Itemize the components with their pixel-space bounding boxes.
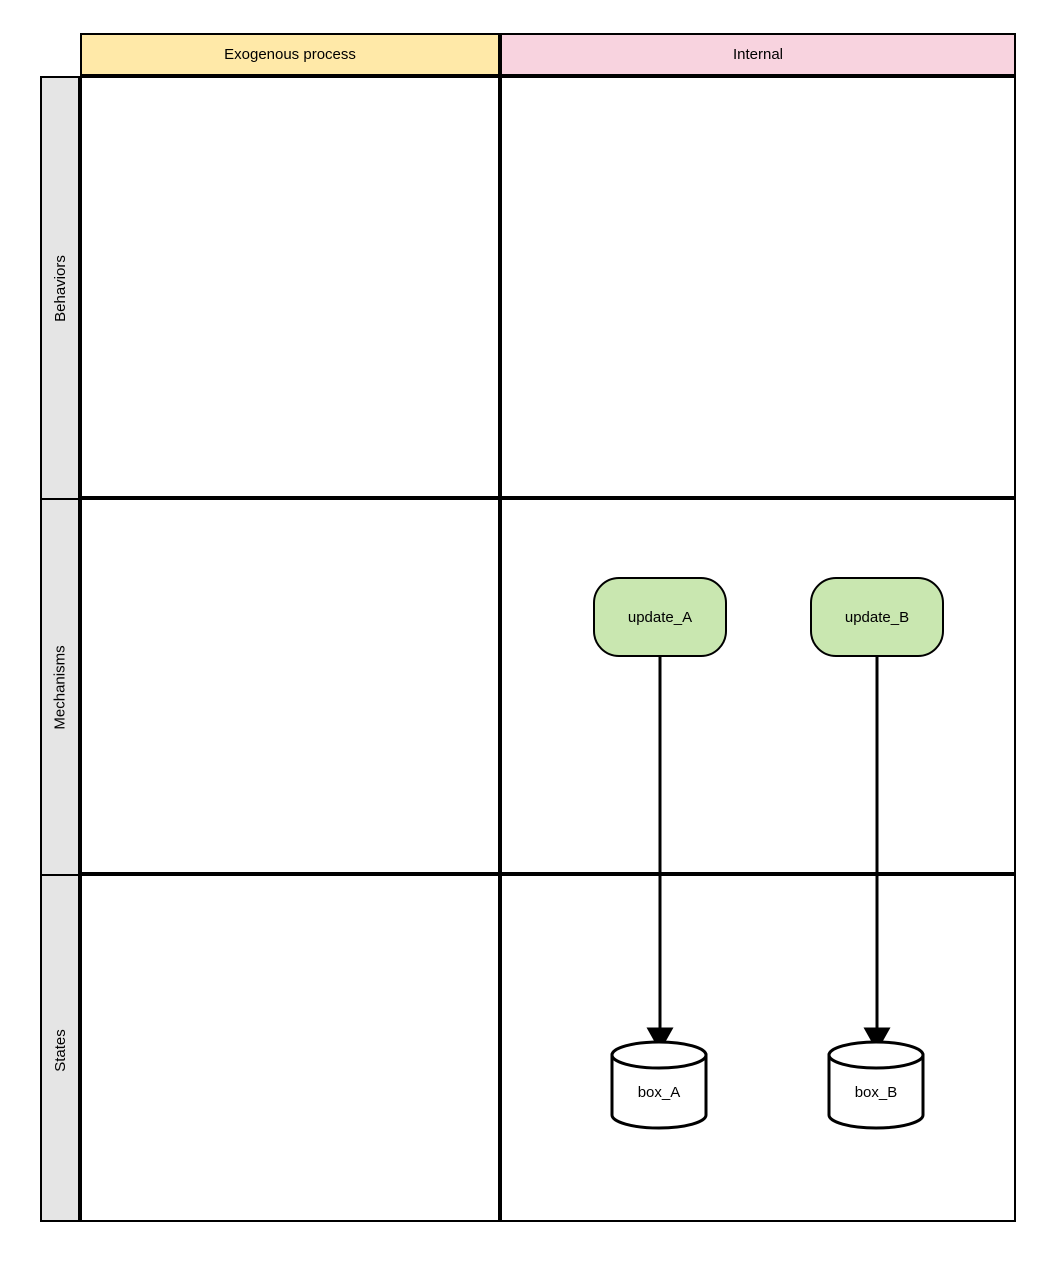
row-header-behaviors[interactable]: Behaviors xyxy=(42,78,78,500)
node-box-b-label: box_B xyxy=(854,1083,898,1101)
cell-internal-behaviors[interactable] xyxy=(500,76,1016,498)
row-header-mechanisms-label: Mechanisms xyxy=(51,644,69,730)
node-update-a[interactable]: update_A xyxy=(593,577,727,657)
row-header-mechanisms[interactable]: Mechanisms xyxy=(42,500,78,876)
node-box-a[interactable]: box_A xyxy=(610,1040,708,1130)
row-header-column: Behaviors Mechanisms States xyxy=(40,76,80,1222)
cell-exogenous-mechanisms[interactable] xyxy=(80,498,500,874)
cell-exogenous-behaviors[interactable] xyxy=(80,76,500,498)
node-box-a-label: box_A xyxy=(637,1083,681,1101)
node-update-b-label: update_B xyxy=(844,608,910,626)
row-header-states-label: States xyxy=(51,1028,69,1072)
cell-internal-states[interactable] xyxy=(500,874,1016,1222)
node-update-b[interactable]: update_B xyxy=(810,577,944,657)
cylinder-icon xyxy=(610,1040,708,1130)
matrix-body xyxy=(80,76,1016,1222)
column-header-exogenous[interactable]: Exogenous process xyxy=(80,33,500,76)
matrix-grid: Exogenous process Internal Behaviors Mec… xyxy=(40,33,1016,1222)
column-header-exogenous-label: Exogenous process xyxy=(224,46,356,63)
node-box-b[interactable]: box_B xyxy=(827,1040,925,1130)
column-header-internal-label: Internal xyxy=(732,46,784,63)
cell-internal-mechanisms[interactable] xyxy=(500,498,1016,874)
column-header-internal[interactable]: Internal xyxy=(500,33,1016,76)
cell-exogenous-states[interactable] xyxy=(80,874,500,1222)
column-header-band: Exogenous process Internal xyxy=(80,33,1016,76)
row-header-behaviors-label: Behaviors xyxy=(51,254,69,322)
row-header-states[interactable]: States xyxy=(42,876,78,1224)
node-update-a-label: update_A xyxy=(627,608,693,626)
cylinder-icon xyxy=(827,1040,925,1130)
